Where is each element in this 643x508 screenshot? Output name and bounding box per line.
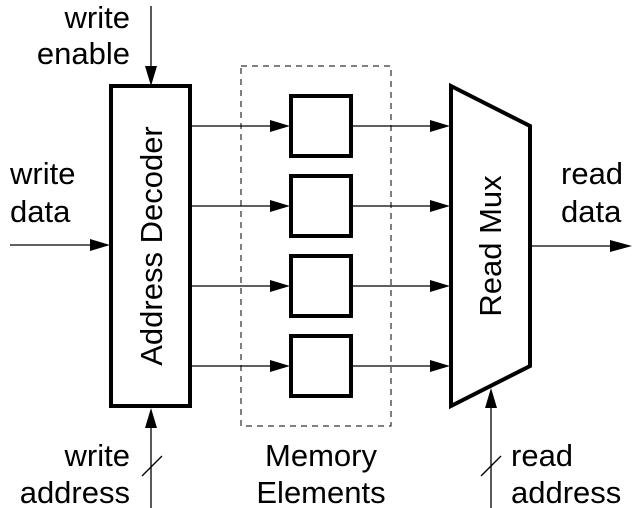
memory-elements-group [240, 65, 392, 427]
read-address-label-line2: address [511, 475, 621, 508]
memory-row-1 [190, 94, 450, 158]
read-address-bus-slash [480, 455, 502, 477]
memory-element [289, 254, 353, 318]
address-decoder-label: Address Decoder [134, 126, 169, 366]
read-mux-block [449, 82, 532, 410]
write-address-arrow [141, 408, 163, 508]
write-address-label-line1: write [64, 438, 130, 473]
write-data-arrow [10, 239, 110, 251]
write-data-label-line1: write [9, 156, 75, 191]
read-data-arrow [530, 240, 632, 252]
read-data-label-line2: data [561, 194, 622, 229]
memory-row-3 [190, 254, 450, 318]
memory-element [289, 94, 353, 158]
write-address-label-line2: address [20, 475, 130, 508]
write-enable-label-line1: write [64, 0, 130, 35]
read-mux-label: Read Mux [473, 175, 508, 317]
address-decoder-block [109, 84, 192, 408]
write-enable-arrow [145, 6, 157, 86]
memory-elements-label-line2: Elements [256, 475, 385, 508]
memory-row-2 [190, 174, 450, 238]
write-address-bus-slash [141, 455, 163, 477]
read-address-arrow [480, 388, 502, 508]
memory-element [289, 334, 353, 398]
write-data-label-line2: data [10, 194, 71, 229]
read-data-label-line1: read [561, 156, 623, 191]
memory-row-4 [190, 334, 450, 398]
memory-element [289, 174, 353, 238]
write-enable-label-line2: enable [37, 36, 130, 71]
read-address-label-line1: read [511, 438, 573, 473]
memory-elements-label-line1: Memory [265, 438, 377, 473]
